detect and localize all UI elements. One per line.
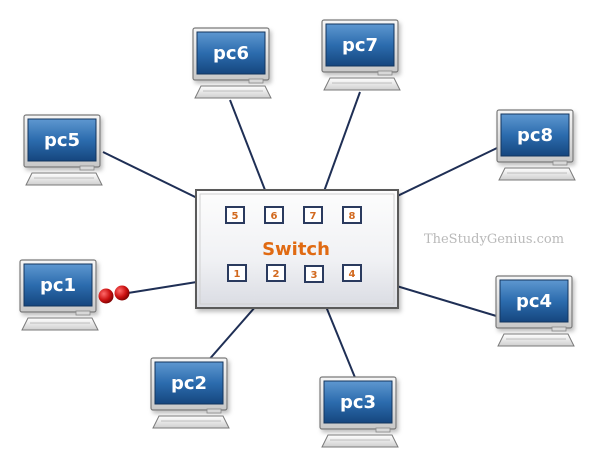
port-3: 3 <box>304 265 324 283</box>
port-4: 4 <box>342 264 362 282</box>
packet-dot <box>114 285 130 301</box>
cable-pc7 <box>317 91 361 209</box>
pc8-label: pc8 <box>517 125 553 146</box>
pc4-label: pc4 <box>516 291 552 312</box>
port-5-label: 5 <box>232 211 239 222</box>
port-5: 5 <box>225 206 245 224</box>
port-1: 1 <box>227 264 247 282</box>
pc6: pc6 <box>192 27 272 99</box>
port-8-label: 8 <box>349 211 356 222</box>
pc8: pc8 <box>496 109 576 181</box>
watermark: TheStudyGenius.com <box>424 232 564 247</box>
pc7-label: pc7 <box>342 35 378 56</box>
port-3-label: 3 <box>311 270 318 281</box>
port-2: 2 <box>266 264 286 282</box>
data-packets <box>98 285 130 304</box>
pc5-label: pc5 <box>44 130 80 151</box>
port-1-label: 1 <box>234 269 241 280</box>
pc4: pc4 <box>495 275 575 347</box>
switch-label: Switch <box>262 239 330 260</box>
pc3-label: pc3 <box>340 392 376 413</box>
pc2: pc2 <box>150 357 230 429</box>
port-8: 8 <box>342 206 362 224</box>
port-6: 6 <box>264 206 284 224</box>
port-7-label: 7 <box>310 211 317 222</box>
port-4-label: 4 <box>349 269 356 280</box>
pc7: pc7 <box>321 19 401 91</box>
pc1-label: pc1 <box>40 275 76 296</box>
port-7: 7 <box>303 206 323 224</box>
pc6-label: pc6 <box>213 43 249 64</box>
pc5: pc5 <box>23 114 103 186</box>
cables <box>102 91 504 381</box>
port-2-label: 2 <box>273 269 280 280</box>
packet-dot <box>98 288 114 304</box>
pc3: pc3 <box>319 376 399 448</box>
port-6-label: 6 <box>271 211 278 222</box>
switch <box>195 189 399 309</box>
switch-ports: 5 6 7 8 1 2 3 4 <box>225 206 362 283</box>
pc2-label: pc2 <box>171 373 207 394</box>
pc1: pc1 <box>19 259 99 331</box>
